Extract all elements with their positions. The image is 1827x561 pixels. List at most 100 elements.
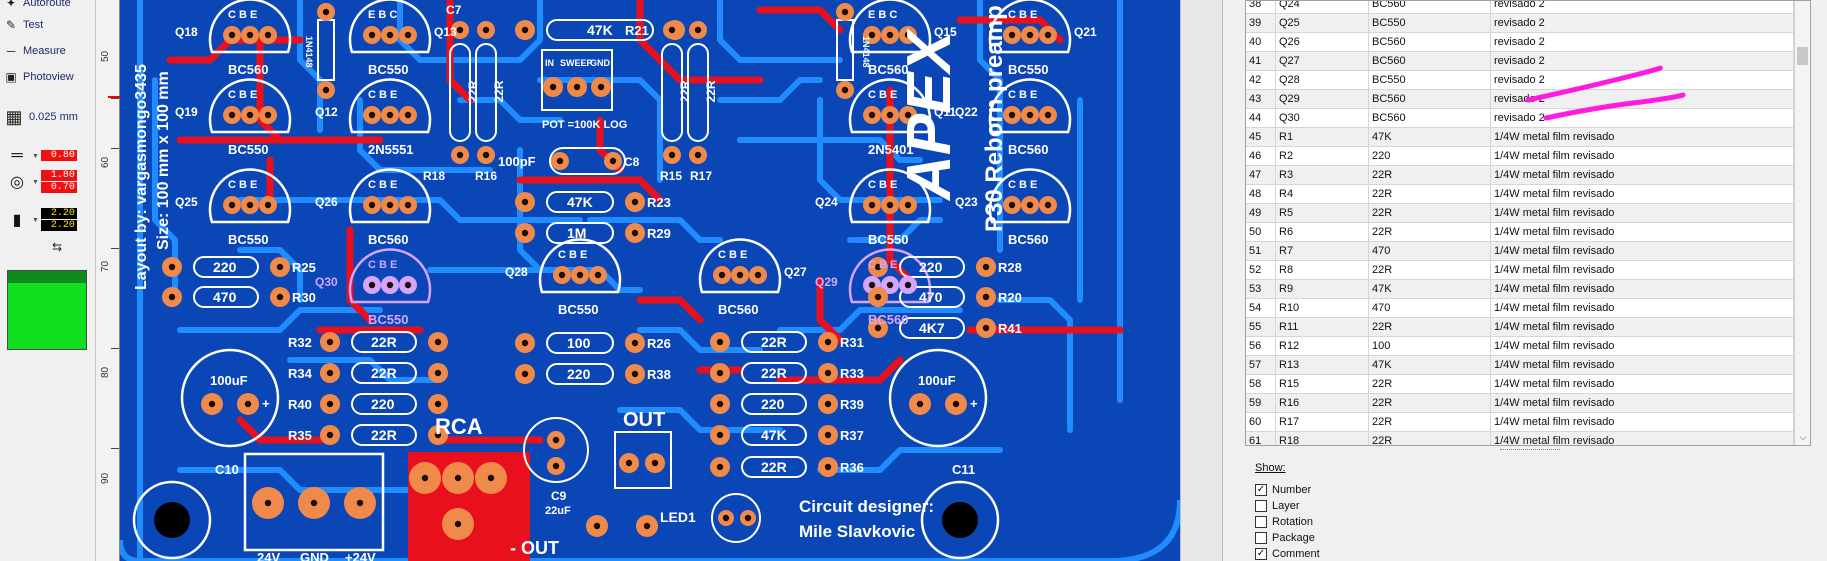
photoview-tool[interactable]: ▣ Photoview <box>4 68 73 86</box>
pads-layer <box>154 3 1057 540</box>
show-option-package[interactable]: Package <box>1255 530 1320 546</box>
transistor-type: BC560 <box>1008 232 1048 247</box>
pad-drill <box>824 338 832 346</box>
show-option-comment[interactable]: ✓Comment <box>1255 546 1320 561</box>
mount-hole-ring <box>132 480 212 560</box>
test-tool[interactable]: ✎ Test <box>4 16 43 34</box>
blue-trace <box>847 217 943 243</box>
scrollbar-thumb[interactable] <box>1797 47 1808 65</box>
pad-drill <box>593 522 601 530</box>
row-number: 38 <box>1246 1 1276 14</box>
led-outline <box>711 493 761 543</box>
ruler-label-50: 50 <box>100 50 111 62</box>
scroll-down-icon[interactable]: ⌵ <box>1799 432 1807 442</box>
track-width-field[interactable]: 0.80 <box>40 150 77 161</box>
pad-inner-field[interactable]: 0.70 <box>40 182 77 193</box>
pad-outer-field[interactable]: 1.80 <box>40 170 77 181</box>
pad-drill <box>276 293 284 301</box>
pad-drill <box>594 271 602 279</box>
blue-trace <box>537 77 663 183</box>
autoroute-tool[interactable]: ✦ Autoroute <box>4 0 71 12</box>
pad-drill <box>1008 201 1016 209</box>
measure-tool[interactable]: ─ Measure <box>4 42 66 60</box>
row-number: 52 <box>1246 261 1276 280</box>
smd-width-field[interactable]: 2.20 <box>40 208 77 219</box>
checkbox[interactable] <box>1255 516 1267 528</box>
board-layout-credit: Layout by: vargasmongo3435 <box>133 64 150 290</box>
pad-drill <box>558 271 566 279</box>
pad-drill <box>386 31 394 39</box>
mount-hole <box>942 502 978 538</box>
pad-drill <box>322 86 330 94</box>
component-value: 470 <box>1369 299 1491 318</box>
pad-drill <box>841 8 849 16</box>
pad-drill <box>874 293 882 301</box>
ruler-tick <box>111 448 119 449</box>
swap-icon[interactable]: ⇆ <box>52 240 63 254</box>
track-width-row: ═ ▼ 0.80 <box>4 146 77 166</box>
pad-drill <box>576 271 584 279</box>
checkbox[interactable] <box>1255 500 1267 512</box>
resistor-ref: R41 <box>998 321 1022 336</box>
show-option-number[interactable]: ✓Number <box>1255 482 1320 498</box>
checkbox[interactable]: ✓ <box>1255 548 1267 560</box>
transistor-ref: Q18 <box>175 25 198 39</box>
transistor-ref: Q27 <box>784 265 807 279</box>
blue-trace <box>297 0 323 133</box>
cap-value: 100pF <box>498 154 536 169</box>
pad-drill <box>386 201 394 209</box>
chevron-down-icon[interactable]: ▼ <box>32 178 39 186</box>
transistor-type: BC550 <box>228 232 268 247</box>
checkbox[interactable]: ✓ <box>1255 484 1267 496</box>
blue-trace <box>357 97 493 173</box>
blue-trace <box>717 77 823 103</box>
vertical-scrollbar[interactable]: ⌵ <box>1794 1 1810 445</box>
show-option-layer[interactable]: Layer <box>1255 498 1320 514</box>
smd-height-field[interactable]: 2.20 <box>40 220 77 231</box>
row-number: 56 <box>1246 337 1276 356</box>
resize-handle[interactable] <box>1500 449 1560 455</box>
pad-icon: ◎ <box>10 174 24 191</box>
blue-trace <box>427 267 643 293</box>
row-number: 43 <box>1246 90 1276 109</box>
component-comment: 1/4W metal film revisado <box>1491 299 1794 318</box>
resistor-value: 22R <box>678 80 692 102</box>
grid-selector[interactable]: ▦ 0.025 mm <box>4 107 77 127</box>
board-title: P30 Reborn preamp <box>981 5 1008 232</box>
chevron-down-icon[interactable]: ▼ <box>32 216 39 224</box>
resistor-outline <box>546 222 614 244</box>
checkbox[interactable] <box>1255 532 1267 544</box>
pad-drill <box>651 459 659 467</box>
panel-splitter[interactable] <box>1180 0 1223 561</box>
chevron-down-icon[interactable]: ▼ <box>32 152 39 160</box>
show-option-rotation[interactable]: Rotation <box>1255 514 1320 530</box>
layer-color-swatch[interactable] <box>7 270 87 350</box>
